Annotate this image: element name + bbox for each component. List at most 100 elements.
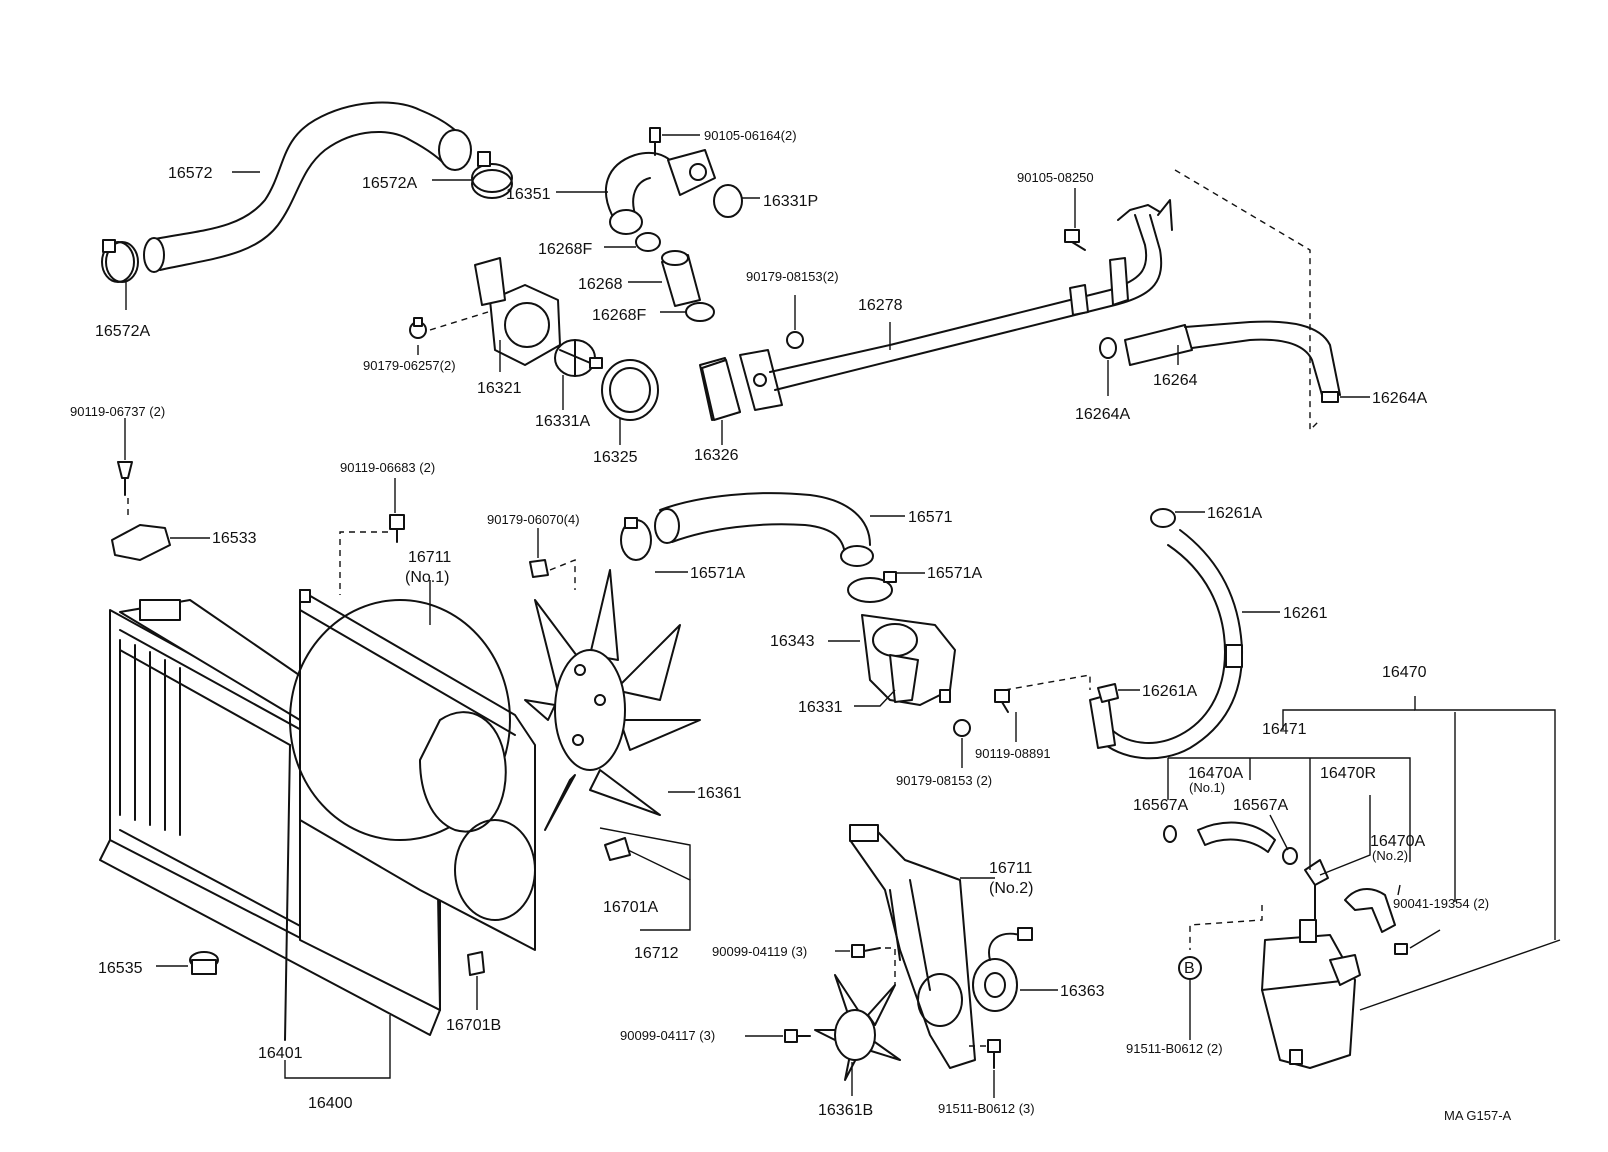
- label-16572A-top: 16572A: [362, 175, 417, 192]
- leader-16701A-16712: [627, 849, 691, 931]
- label-16571A-left: 16571A: [690, 565, 745, 582]
- label-16401: 16401: [258, 1045, 303, 1062]
- label-16470A-no1-sub: (No.1): [1189, 780, 1225, 795]
- dashline-16264: [1174, 169, 1321, 432]
- label-90041-19354: 90041-19354 (2): [1393, 896, 1489, 911]
- diagram-code: MA G157-A: [1444, 1108, 1512, 1123]
- fan-16361B-drawing: [814, 974, 901, 1081]
- leader-16331: [854, 689, 896, 707]
- label-16701B: 16701B: [446, 1017, 501, 1034]
- o-ring-16268F-b-drawing: [685, 302, 715, 322]
- bolt-90119-08891-drawing: [994, 689, 1010, 713]
- o-ring-16268F-a-drawing: [635, 232, 661, 252]
- dashline-shroud-bolt: [339, 531, 388, 595]
- clamp-16571A-left-drawing: [620, 517, 652, 561]
- label-16572A-left: 16572A: [95, 323, 150, 340]
- label-16361B: 16361B: [818, 1102, 873, 1119]
- label-90179-06070: 90179-06070(4): [487, 512, 580, 527]
- leader-16470A-no2: [1397, 884, 1401, 896]
- clip-16701A-drawing: [604, 837, 631, 861]
- marker-b-drawing: [1178, 956, 1202, 980]
- hose-16261-drawing: [1089, 529, 1244, 760]
- label-16567A-left: 16567A: [1133, 797, 1188, 814]
- clamp-16261A-mid-drawing: [1097, 683, 1119, 703]
- label-90119-08891: 90119-08891: [975, 746, 1051, 761]
- leader-16470: [1414, 696, 1556, 940]
- hose-clamp-16572A-top: [471, 151, 513, 199]
- lower-radiator-hose-16571-drawing: [654, 492, 874, 567]
- bolt-90119-06683-drawing: [389, 514, 405, 543]
- label-16711-no1-sub: (No.1): [405, 569, 449, 586]
- hose-16264-drawing: [1124, 320, 1341, 396]
- label-16571A-right: 16571A: [927, 565, 982, 582]
- leader-16470-left-branch: [1282, 709, 1415, 730]
- label-16535: 16535: [98, 960, 143, 977]
- label-16331P: 16331P: [763, 193, 818, 210]
- label-91511-B0612-2: 91511-B0612 (2): [1126, 1041, 1223, 1056]
- gasket-16326-drawing: [701, 359, 741, 421]
- label-16400: 16400: [308, 1095, 353, 1112]
- nut-90179-08153-low-drawing: [953, 719, 971, 737]
- support-16533-drawing: [111, 524, 171, 561]
- label-16261A-mid: 16261A: [1142, 683, 1197, 700]
- fan-shroud-16711-no1-drawing: [289, 589, 536, 951]
- label-16264A-left: 16264A: [1075, 406, 1130, 423]
- nut-90179-06070-drawing: [529, 559, 549, 578]
- label-16471: 16471: [1262, 721, 1307, 738]
- label-16264: 16264: [1153, 372, 1198, 389]
- fan-16361-drawing: [524, 569, 701, 831]
- clip-16567A-right-drawing: [1282, 847, 1298, 865]
- leader-reservoir: [1359, 939, 1561, 1011]
- drain-cock-16535-drawing: [189, 951, 219, 975]
- dashline-inlet-bolt: [429, 311, 489, 331]
- dashline-fan-nut: [549, 558, 576, 590]
- label-16261: 16261: [1283, 605, 1328, 622]
- upper-radiator-hose-drawing: [143, 101, 472, 273]
- label-90099-04119: 90099-04119 (3): [712, 944, 807, 959]
- bolt-90041-19354-drawing: [1394, 943, 1408, 955]
- cap-16470R-drawing: [1304, 859, 1329, 886]
- label-16470R: 16470R: [1320, 765, 1376, 782]
- clamp-16264A-right-drawing: [1321, 391, 1339, 403]
- water-outlet-16351-drawing: [605, 149, 716, 235]
- hose-16470A-no2-drawing: [1344, 888, 1396, 933]
- bolt-90179-08153-top-drawing: [786, 331, 804, 349]
- label-16470A-no2: 16470A: [1370, 833, 1425, 850]
- label-16711-no1: 16711: [408, 549, 451, 566]
- gasket-16331P-drawing: [713, 184, 743, 218]
- label-16567A-right: 16567A: [1233, 797, 1288, 814]
- clamp-16261A-top-drawing: [1150, 508, 1176, 528]
- label-16331: 16331: [798, 699, 843, 716]
- leader-16400: [284, 1015, 391, 1079]
- bypass-pipe-16278-drawing: [699, 199, 1173, 421]
- label-16571: 16571: [908, 509, 953, 526]
- dashline-16261A: [1004, 674, 1091, 691]
- label-16533: 16533: [212, 530, 257, 547]
- bolt-90105-06164-drawing: [649, 127, 661, 156]
- leader-16567A-right: [1269, 814, 1289, 851]
- water-inlet-16321-drawing: [474, 257, 561, 366]
- label-16711-no2: 16711: [989, 860, 1032, 877]
- label-90179-08153-top: 90179-08153(2): [746, 269, 839, 284]
- clip-16567A-left-drawing: [1163, 825, 1177, 843]
- label-16711-no2-sub: (No.2): [989, 880, 1033, 897]
- label-90105-08250: 90105-08250: [1017, 170, 1094, 185]
- label-16351: 16351: [506, 186, 551, 203]
- label-16470A-no1: 16470A: [1188, 765, 1243, 782]
- label-90105-06164: 90105-06164(2): [704, 128, 797, 143]
- dashline-91511-B0612-2: [1189, 905, 1263, 950]
- fan-motor-16363-drawing: [972, 927, 1033, 1012]
- label-16321: 16321: [477, 380, 522, 397]
- label-16363: 16363: [1060, 983, 1105, 1000]
- label-16268F-b: 16268F: [592, 307, 646, 324]
- gasket-16325-drawing: [601, 359, 659, 421]
- label-16343: 16343: [770, 633, 815, 650]
- label-16470: 16470: [1382, 664, 1427, 681]
- hose-16567A-drawing: [1197, 821, 1276, 853]
- hose-clamp-16572A-left: [101, 239, 139, 283]
- bolt-90099-04117-drawing: [784, 1029, 811, 1043]
- label-16361: 16361: [697, 785, 742, 802]
- reserve-tank-16470-drawing: [1261, 879, 1361, 1069]
- label-90119-06737: 90119-06737 (2): [70, 404, 165, 419]
